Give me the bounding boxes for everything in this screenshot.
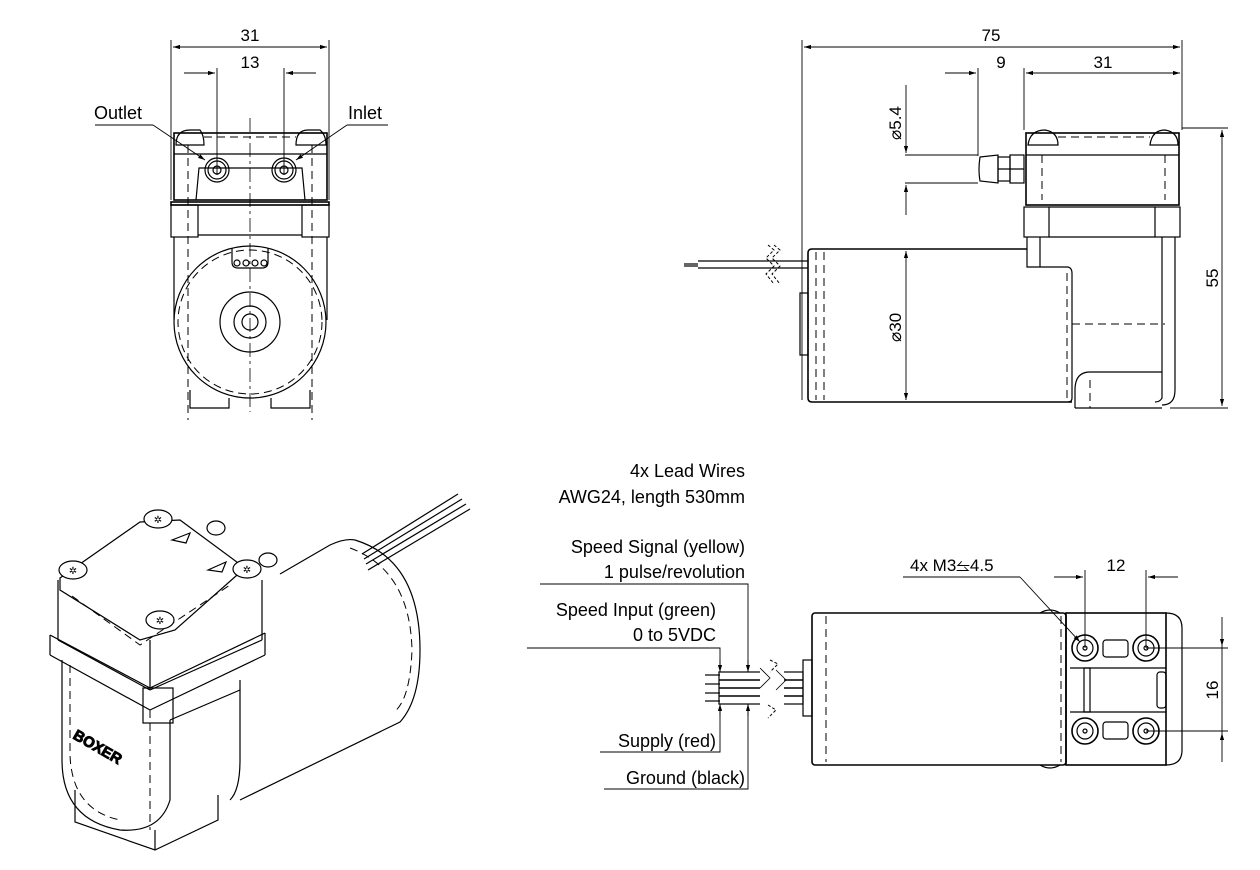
dimension-hole-spacing-16: 16 — [1146, 617, 1228, 762]
dim-text-55: 55 — [1203, 269, 1222, 288]
dim-text-dia-30: ⌀30 — [886, 313, 905, 342]
dim-text-dia-5-4: ⌀5.4 — [886, 106, 905, 140]
bottom-view: 4x M3⥦4.5 12 16 — [705, 556, 1228, 769]
svg-text:✲: ✲ — [156, 616, 164, 627]
dimension-port-diameter: ⌀5.4 — [886, 85, 978, 215]
svg-text:✲: ✲ — [69, 566, 77, 577]
side-view: 75 9 31 ⌀5.4 — [684, 26, 1228, 409]
mounting-holes — [1071, 634, 1160, 745]
dimension-motor-diameter: ⌀30 — [886, 251, 909, 400]
brand-logo: BOXER — [70, 727, 125, 768]
dimension-width-31: 31 — [170, 26, 330, 200]
dim-text-16: 16 — [1203, 681, 1222, 700]
inlet-label: Inlet — [348, 103, 382, 123]
svg-text:✲: ✲ — [243, 565, 251, 576]
outlet-label: Outlet — [94, 103, 142, 123]
wire-detail-speed-signal: 1 pulse/revolution — [604, 562, 745, 582]
wiring-callouts: 4x Lead Wires AWG24, length 530mm Speed … — [527, 461, 751, 790]
dim-text-31-head: 31 — [1094, 53, 1113, 72]
wire-detail-speed-input: 0 to 5VDC — [633, 625, 716, 645]
wire-label-speed-input: Speed Input (green) — [556, 600, 716, 620]
dim-text-9: 9 — [996, 53, 1005, 72]
dimension-port-9: 9 — [945, 53, 1025, 156]
dim-text-13: 13 — [241, 53, 260, 72]
dimension-height-55: 55 — [1170, 127, 1228, 409]
wire-label-supply: Supply (red) — [618, 731, 716, 751]
dimension-length-75: 75 — [801, 26, 1183, 400]
mount-holes-callout: 4x M3⥦4.5 — [910, 556, 994, 575]
dimension-hole-spacing-12: 12 — [1054, 556, 1178, 648]
lead-wires-spec: AWG24, length 530mm — [559, 487, 745, 507]
isometric-view: ✲ ✲ ✲ ✲ BOXER — [49, 493, 471, 851]
svg-text:✲: ✲ — [154, 515, 162, 526]
front-view: 31 13 Outlet Inlet — [94, 26, 388, 420]
screw-heads: ✲ ✲ ✲ ✲ — [58, 509, 262, 630]
dimension-head-31: 31 — [1026, 53, 1180, 76]
dim-text-12: 12 — [1107, 556, 1126, 575]
dimension-port-spacing-13: 13 — [184, 53, 316, 175]
wire-label-ground: Ground (black) — [626, 768, 745, 788]
dim-text-31: 31 — [241, 26, 260, 45]
dim-text-75: 75 — [982, 26, 1001, 45]
wire-label-speed-signal: Speed Signal (yellow) — [571, 537, 745, 557]
lead-wires-title: 4x Lead Wires — [630, 461, 745, 481]
